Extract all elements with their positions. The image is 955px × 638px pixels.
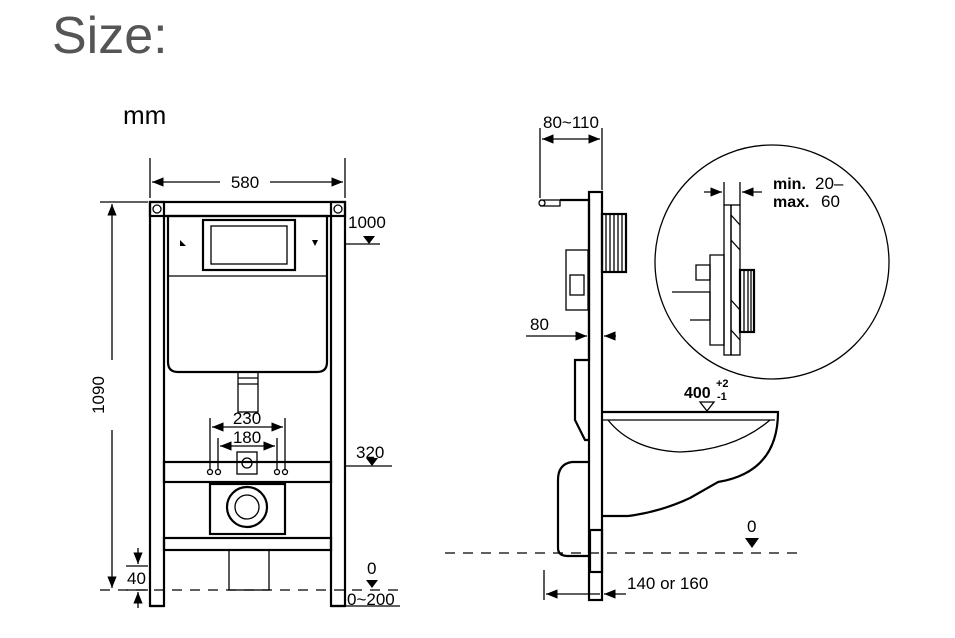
outer-pipes-label: 230	[233, 409, 261, 428]
detail-max-label: max.	[773, 194, 809, 211]
detail-max-value: 60	[821, 192, 840, 211]
frame-side-post	[587, 190, 604, 602]
foot-label: 40	[127, 569, 146, 588]
toilet-bowl	[602, 410, 780, 518]
frame-depth-label: 80	[530, 315, 549, 334]
floor-adjust-label: 0~200	[347, 590, 395, 609]
page-title: Size:	[52, 7, 168, 65]
detail-min-label: min.	[773, 176, 806, 193]
depth-label: 80~110	[543, 113, 599, 132]
front-view: 580 1090 1000 230 180 320 40 0	[89, 158, 400, 609]
detail-min-value: 20–	[815, 174, 844, 193]
frame-top-bar	[148, 200, 347, 218]
frame-left-post	[148, 200, 166, 608]
inlet-height-label: 320	[356, 443, 384, 462]
frame-right-post	[329, 200, 347, 608]
flush-opening	[201, 218, 297, 272]
unit-label: mm	[123, 100, 167, 130]
bowl-tolerance-lower: -1	[717, 391, 727, 403]
bowl-tolerance-upper: +2	[716, 378, 729, 390]
drain-outlet	[208, 482, 287, 536]
height-label: 1090	[89, 376, 108, 414]
cistern-tank	[166, 214, 329, 374]
frame-crossbar	[162, 460, 333, 484]
side-view: 80~110 80 400 +2 -1 0 140 or 160	[445, 113, 805, 602]
front-floor-label: 0	[367, 559, 376, 578]
inner-pipes-label: 180	[233, 428, 261, 447]
width-label: 580	[231, 173, 259, 192]
bowl-height-label: 400	[684, 385, 711, 402]
side-floor-label: 0	[747, 517, 756, 536]
detail-magnifier: min. 20– max. 60	[654, 144, 890, 380]
projection-label: 140 or 160	[627, 574, 708, 593]
flush-plate-label: 1000	[348, 213, 386, 232]
